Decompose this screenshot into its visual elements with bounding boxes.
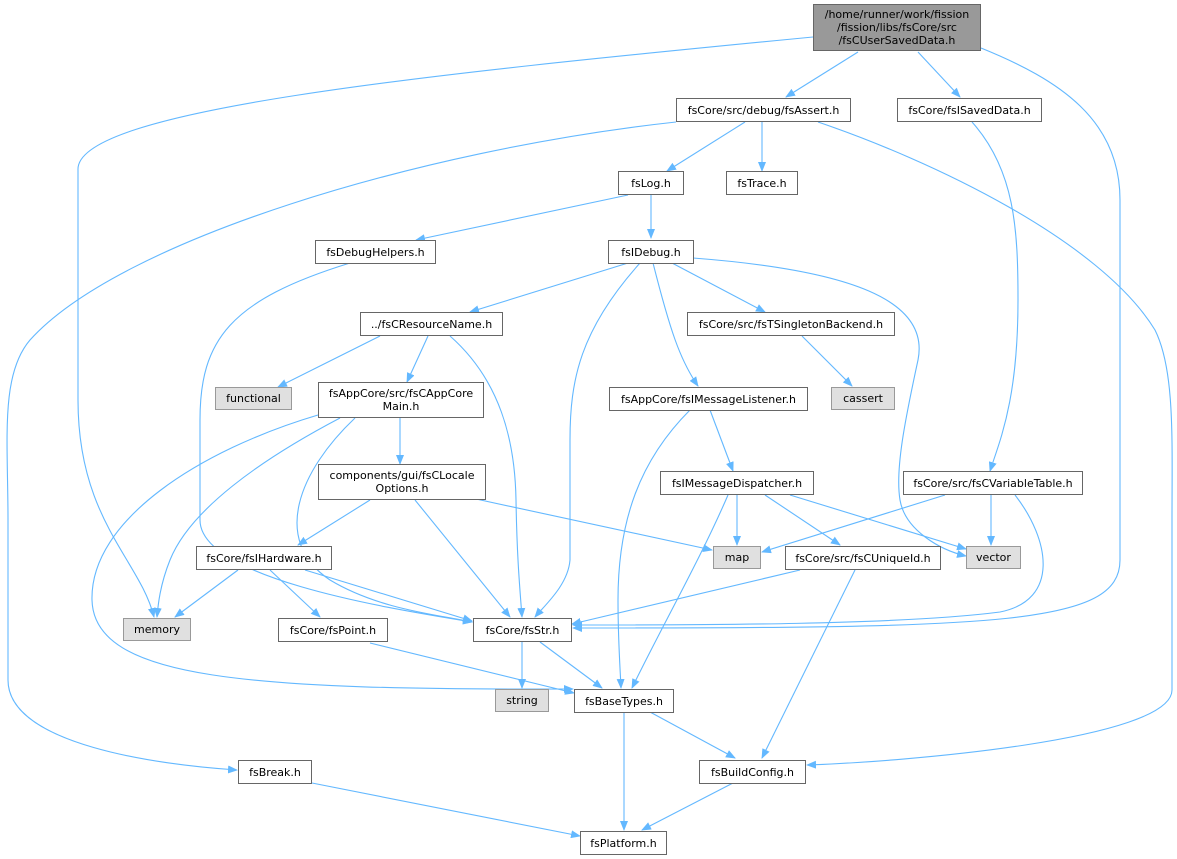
edge-fslog-debughelpers [415,194,629,243]
edge-uniqueid-fsstr [571,569,801,626]
edge-isaveddata-variabletable [971,121,1019,472]
node-debughelpers[interactable]: fsDebugHelpers.h [315,240,436,264]
edge-appcoremain-fsstr [296,417,473,624]
node-uniqueid[interactable]: fsCore/src/fsCUniqueId.h [785,546,941,570]
edge-resourcename-appcoremain [406,335,429,383]
edge-msgdispatcher-vector [789,494,967,551]
edge-fsidebug-resourcename [469,262,629,314]
edge-ihardware-memory [174,569,239,618]
edge-root-fsstr [572,47,1121,632]
node-fslog[interactable]: fsLog.h [618,171,684,195]
edge-fsbreak-platform [311,782,581,839]
edge-singleton-cassert [801,335,853,387]
edge-fsidebug-singleton [671,262,766,313]
edge-variabletable-fsstr [572,494,1044,629]
edge-localeoptions-map [475,498,713,553]
edge-fsassert-fslog [666,121,746,172]
node-fsbreak[interactable]: fsBreak.h [238,760,312,784]
edge-root-isaveddata [917,51,961,98]
edge-buildconfig-platform [641,782,734,831]
edge-debughelpers-fsstr [199,262,473,625]
node-resourcename[interactable]: ../fsCResourceName.h [360,312,503,336]
edge-fsidebug-msglistener [652,262,699,387]
edge-appcoremain-memory [153,417,341,618]
node-localeoptions[interactable]: components/gui/fsCLocale Options.h [318,464,486,500]
node-root-file[interactable]: /home/runner/work/fission /fission/libs/… [813,4,981,51]
node-string[interactable]: string [495,689,549,712]
node-singleton-backend[interactable]: fsCore/src/fsTSingletonBackend.h [687,312,895,336]
node-fsassert[interactable]: fsCore/src/debug/fsAssert.h [676,98,851,122]
node-msglistener[interactable]: fsAppCore/fsIMessageListener.h [609,387,808,411]
edge-variabletable-map [761,494,946,554]
edge-uniqueid-buildconfig [761,569,856,759]
node-platform[interactable]: fsPlatform.h [580,831,667,855]
edge-fspoint-basetypes [369,642,575,695]
node-vector[interactable]: vector [966,546,1021,569]
node-fsstr[interactable]: fsCore/fsStr.h [473,618,572,642]
edge-fsassert-fsbreak [6,121,677,774]
edge-basetypes-buildconfig [649,711,736,759]
edge-root-fsassert [785,51,859,98]
edge-msglistener-msgdispatcher [709,409,734,472]
node-variabletable[interactable]: fsCore/src/fsCVariableTable.h [903,471,1083,495]
node-fsidebug[interactable]: fsIDebug.h [608,240,694,264]
edge-appcoremain-basetypes [91,414,574,694]
node-fstrace[interactable]: fsTrace.h [726,171,798,195]
edge-ihardware-fspoint [269,569,321,618]
edge-root-memory [77,36,814,618]
node-msgdispatcher[interactable]: fsIMessageDispatcher.h [660,471,814,495]
edge-resourcename-fsstr [449,335,526,618]
node-isaveddata[interactable]: fsCore/fsISavedData.h [897,98,1042,122]
edge-msgdispatcher-basetypes [631,494,729,689]
edge-msgdispatcher-uniqueid [764,494,841,546]
node-fspoint[interactable]: fsCore/fsPoint.h [278,618,388,642]
node-appcoremain[interactable]: fsAppCore/src/fsCAppCore Main.h [318,382,484,418]
node-functional[interactable]: functional [215,387,292,410]
node-map[interactable]: map [713,546,761,569]
node-basetypes[interactable]: fsBaseTypes.h [574,689,674,713]
node-memory[interactable]: memory [123,618,191,641]
edge-ihardware-fsstr [304,569,473,623]
edge-localeoptions-ihardware [297,499,371,546]
edge-fsstr-basetypes [539,641,603,689]
edge-fsidebug-fsstr [534,262,641,618]
node-cassert[interactable]: cassert [831,387,895,410]
node-ihardware[interactable]: fsCore/fsIHardware.h [196,546,332,570]
edge-msglistener-basetypes [616,409,691,689]
edge-fsassert-buildconfig [806,121,1173,769]
edge-fsidebug-vector [692,257,967,558]
node-buildconfig[interactable]: fsBuildConfig.h [699,760,806,784]
edge-localeoptions-fsstr [414,499,511,618]
edge-resourcename-functional [277,335,381,388]
